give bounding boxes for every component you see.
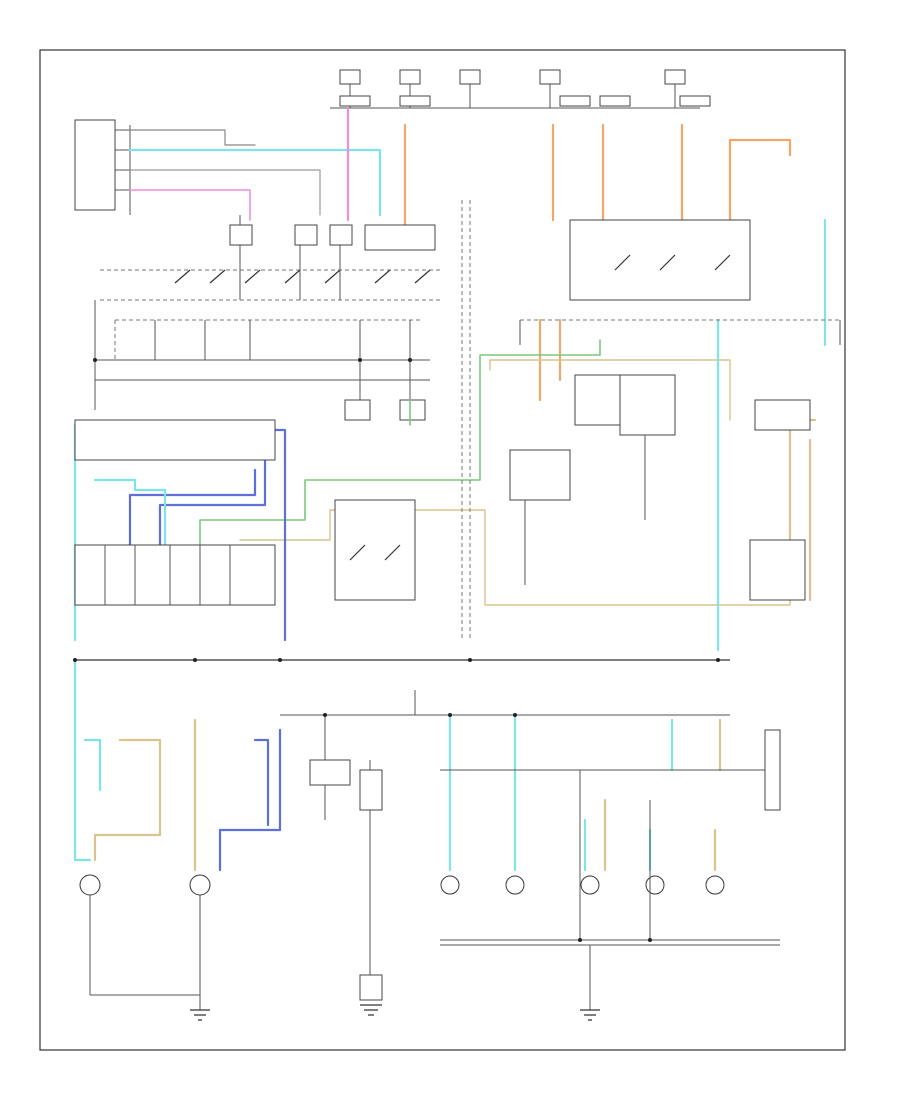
left-relay-block bbox=[74, 419, 276, 606]
lamp-left-front bbox=[79, 874, 211, 1021]
wire-cyan-left-2 bbox=[93, 478, 167, 547]
wire-blue-1 bbox=[128, 428, 287, 642]
wire-tan-lower-left bbox=[93, 738, 162, 862]
wire-green bbox=[199, 339, 601, 546]
wire-blue-lower bbox=[218, 728, 282, 872]
wire-blue-2 bbox=[158, 438, 267, 547]
lighting-control-module bbox=[74, 119, 131, 215]
headlamp-switch bbox=[100, 215, 440, 301]
fuse-block-top bbox=[330, 69, 711, 109]
wire-tan-loop bbox=[239, 359, 791, 606]
lower-center-switch bbox=[309, 690, 416, 1001]
wire-cyan-right bbox=[716, 218, 827, 652]
center-relays bbox=[334, 219, 841, 601]
wire-orange-5 bbox=[728, 138, 792, 157]
wire-pink-top bbox=[129, 189, 251, 221]
wire-cyan-lower-left bbox=[73, 658, 92, 862]
wire-gray-top bbox=[129, 169, 321, 216]
wire-black-top bbox=[129, 129, 256, 146]
wire-cyan-top bbox=[128, 148, 382, 217]
ground-center bbox=[360, 1004, 382, 1016]
dimmer-bus bbox=[94, 300, 430, 421]
lamp-row-right bbox=[440, 729, 781, 1021]
diagram-frame bbox=[39, 49, 846, 1051]
wire-cyan-lower-left-2 bbox=[83, 738, 102, 792]
junction-dots bbox=[73, 358, 720, 942]
